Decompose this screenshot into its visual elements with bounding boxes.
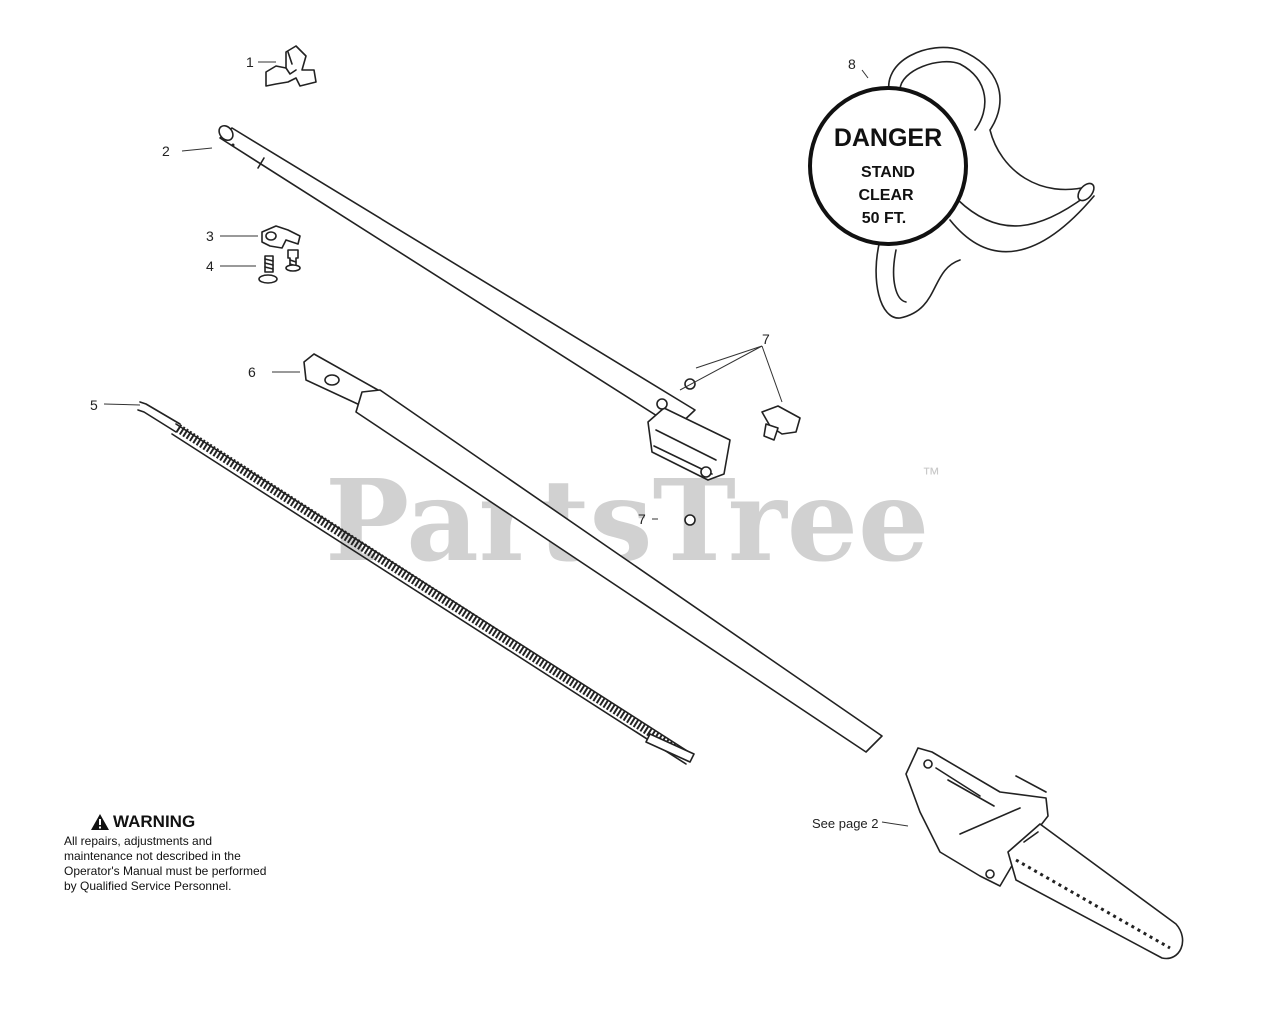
callout-7-bottom: 7 — [638, 511, 646, 527]
part-5-flex-shaft[interactable] — [137, 401, 695, 765]
warning-title: WARNING — [113, 812, 196, 831]
warning-notice: WARNING All repairs, adjustments and mai… — [64, 812, 279, 894]
danger-line-1: STAND — [861, 164, 915, 181]
danger-title: DANGER — [834, 124, 942, 152]
callout-2: 2 — [162, 143, 170, 159]
see-page-label: See page 2 — [812, 816, 879, 831]
callout-8: 8 — [848, 56, 856, 72]
danger-label: DANGER STAND CLEAR 50 FT. — [808, 86, 968, 246]
part-6-lower-shaft[interactable] — [303, 353, 883, 753]
callout-5: 5 — [90, 397, 98, 413]
part-2-shaft-tube[interactable] — [216, 123, 696, 429]
callout-1: 1 — [246, 54, 254, 70]
warning-text: All repairs, adjustments and maintenance… — [64, 834, 267, 893]
callout-6: 6 — [248, 364, 256, 380]
danger-line-2: CLEAR — [858, 187, 914, 204]
callout-7-top: 7 — [762, 331, 770, 347]
callout-3: 3 — [206, 228, 214, 244]
part-7-coupler-assembly[interactable] — [647, 378, 801, 526]
part-4-screws[interactable] — [258, 249, 301, 284]
saw-head-assembly[interactable] — [905, 747, 1184, 960]
part-1-clip[interactable] — [265, 45, 317, 87]
part-8-strap[interactable] — [875, 46, 1097, 319]
warning-triangle-icon — [91, 814, 109, 830]
danger-line-3: 50 FT. — [862, 210, 906, 227]
watermark-trademark: ™ — [922, 464, 940, 484]
part-3-clamp[interactable] — [261, 225, 301, 249]
callout-4: 4 — [206, 258, 214, 274]
